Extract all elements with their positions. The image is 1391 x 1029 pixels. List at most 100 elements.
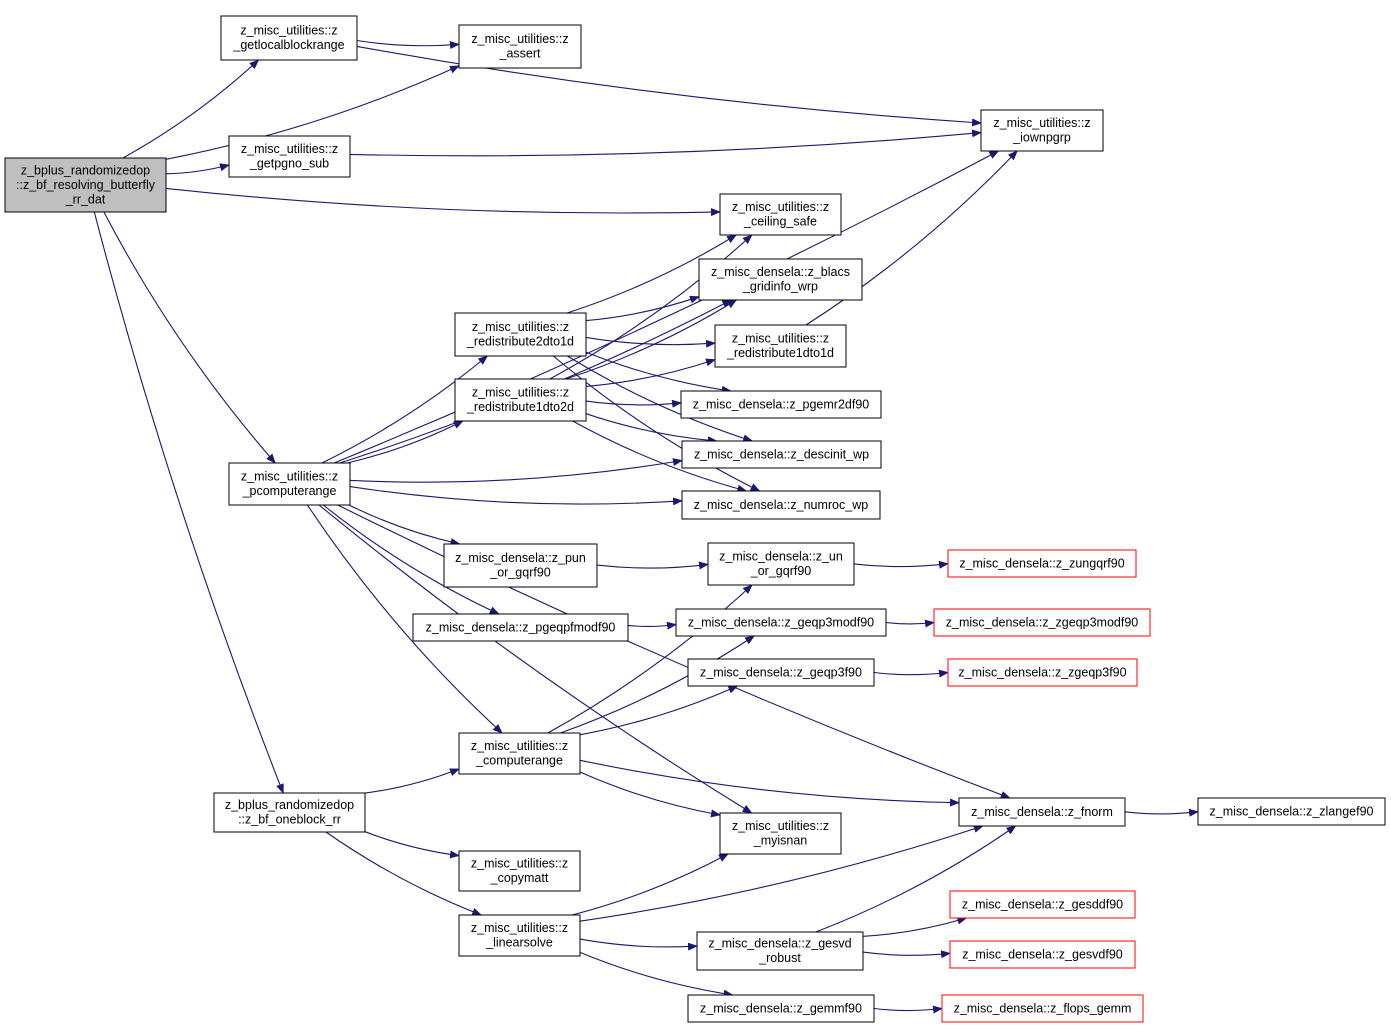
node-descinit-wp[interactable]: z_misc_densela::z_descinit_wp xyxy=(681,440,882,469)
node-label: z_misc_utilities::z xyxy=(241,470,338,484)
node-un-or-gqrf90[interactable]: z_misc_densela::z_un_or_gqrf90 xyxy=(707,542,855,586)
node-box[interactable] xyxy=(412,613,629,642)
node-box[interactable] xyxy=(458,850,581,892)
node-box[interactable] xyxy=(947,658,1138,687)
node-redistribute1dto2d[interactable]: z_misc_utilities::z_redistribute1dto2d xyxy=(454,378,587,422)
node-pgeqpfmodf90[interactable]: z_misc_densela::z_pgeqpfmodf90 xyxy=(412,613,629,642)
node-label: z_misc_utilities::z xyxy=(732,332,829,346)
edge-root-to-getpgno_sub xyxy=(165,163,230,175)
node-box[interactable] xyxy=(675,608,887,637)
node-label: _copymatt xyxy=(490,871,549,885)
node-box[interactable] xyxy=(958,797,1126,827)
node-iownpgrp[interactable]: z_misc_utilities::z_iownpgrp xyxy=(980,109,1104,152)
node-box[interactable] xyxy=(681,440,882,469)
edge-gesvd_robust-to-fnorm xyxy=(815,825,1017,933)
node-box[interactable] xyxy=(698,258,863,301)
node-label: z_misc_densela::z_pgeqpfmodf90 xyxy=(426,620,616,634)
node-oneblock-rr[interactable]: z_bplus_randomizedop::z_bf_oneblock_rr xyxy=(213,792,366,833)
node-numroc-wp[interactable]: z_misc_densela::z_numroc_wp xyxy=(681,490,881,520)
node-box[interactable] xyxy=(458,914,581,957)
node-label: z_bplus_randomizedop xyxy=(21,163,150,177)
node-pcomputerange[interactable]: z_misc_utilities::z_pcomputerange xyxy=(228,462,351,506)
node-box[interactable] xyxy=(949,890,1136,919)
edge-redistribute1dto2d-to-redistribute1dto1d xyxy=(585,358,716,387)
node-box[interactable] xyxy=(458,732,581,775)
edge-pcomputerange-to-redistribute2dto1d xyxy=(321,355,489,464)
edge-redistribute1dto2d-to-pgemr2df90 xyxy=(585,399,682,408)
node-flops-gemm[interactable]: z_misc_densela::z_flops_gemm xyxy=(941,994,1144,1023)
node-gesvdf90[interactable]: z_misc_densela::z_gesvdf90 xyxy=(949,940,1136,969)
node-getlocalblockrange[interactable]: z_misc_utilities::z_getlocalblockrange xyxy=(220,15,358,61)
node-zlangef90[interactable]: z_misc_densela::z_zlangef90 xyxy=(1197,797,1386,826)
node-box[interactable] xyxy=(719,193,842,236)
node-box[interactable] xyxy=(220,15,358,61)
node-zungqrf90[interactable]: z_misc_densela::z_zungqrf90 xyxy=(947,549,1137,578)
node-label: z_bplus_randomizedop xyxy=(225,798,354,812)
node-copymatt[interactable]: z_misc_utilities::z_copymatt xyxy=(458,850,581,892)
node-label: ::z_bf_oneblock_rr xyxy=(238,813,341,827)
edges-layer xyxy=(93,39,1199,1014)
edge-computerange-to-fnorm xyxy=(579,759,960,807)
node-box[interactable] xyxy=(228,135,351,178)
node-box[interactable] xyxy=(1197,797,1386,826)
node-box[interactable] xyxy=(228,462,351,506)
node-box[interactable] xyxy=(949,940,1136,969)
node-box[interactable] xyxy=(687,658,875,687)
node-pgemr2df90[interactable]: z_misc_densela::z_pgemr2df90 xyxy=(680,390,882,419)
node-box[interactable] xyxy=(681,490,881,520)
node-label: _computerange xyxy=(475,754,563,768)
node-fnorm[interactable]: z_misc_densela::z_fnorm xyxy=(958,797,1126,827)
node-computerange[interactable]: z_misc_utilities::z_computerange xyxy=(458,732,581,775)
node-getpgno-sub[interactable]: z_misc_utilities::z_getpgno_sub xyxy=(228,135,351,178)
node-box[interactable] xyxy=(933,608,1151,637)
node-label: z_misc_utilities::z xyxy=(732,819,829,833)
node-zgeqp3f90[interactable]: z_misc_densela::z_zgeqp3f90 xyxy=(947,658,1138,687)
node-box[interactable] xyxy=(680,390,882,419)
node-label: z_misc_utilities::z xyxy=(993,116,1090,130)
edge-pcomputerange-to-computerange xyxy=(306,504,503,734)
node-label: z_misc_utilities::z xyxy=(240,24,337,38)
edge-computerange-to-myisnan xyxy=(579,771,721,818)
node-box[interactable] xyxy=(213,792,366,833)
node-label: z_misc_utilities::z xyxy=(471,857,568,871)
node-ceiling-safe[interactable]: z_misc_utilities::z_ceiling_safe xyxy=(719,193,842,236)
node-geqp3f90[interactable]: z_misc_densela::z_geqp3f90 xyxy=(687,658,875,687)
edge-root-to-getlocalblockrange xyxy=(122,59,260,159)
node-box[interactable] xyxy=(696,931,864,971)
node-box[interactable] xyxy=(714,324,847,368)
node-pun-or-gqrf90[interactable]: z_misc_densela::z_pun_or_gqrf90 xyxy=(443,543,598,588)
node-blacs-gridinfo[interactable]: z_misc_densela::z_blacs_gridinfo_wrp xyxy=(698,258,863,301)
edge-pcomputerange-to-descinit_wp xyxy=(349,458,683,483)
node-redistribute2dto1d[interactable]: z_misc_utilities::z_redistribute2dto1d xyxy=(454,312,587,357)
node-geqp3modf90[interactable]: z_misc_densela::z_geqp3modf90 xyxy=(675,608,887,637)
node-box[interactable] xyxy=(4,157,167,213)
node-box[interactable] xyxy=(947,549,1137,578)
node-label: z_misc_densela::z_numroc_wp xyxy=(694,498,868,512)
node-linearsolve[interactable]: z_misc_utilities::z_linearsolve xyxy=(458,914,581,957)
node-box[interactable] xyxy=(458,24,582,69)
node-box[interactable] xyxy=(707,542,855,586)
node-box[interactable] xyxy=(687,994,875,1023)
node-box[interactable] xyxy=(454,312,587,357)
node-root[interactable]: z_bplus_randomizedop::z_bf_resolving_but… xyxy=(4,157,167,213)
node-zgeqp3modf90[interactable]: z_misc_densela::z_zgeqp3modf90 xyxy=(933,608,1151,637)
node-gesvd-robust[interactable]: z_misc_densela::z_gesvd_robust xyxy=(696,931,864,971)
node-gesddf90[interactable]: z_misc_densela::z_gesddf90 xyxy=(949,890,1136,919)
node-box[interactable] xyxy=(980,109,1104,152)
node-label: z_misc_densela::z_descinit_wp xyxy=(694,447,869,461)
node-myisnan[interactable]: z_misc_utilities::z_myisnan xyxy=(719,812,842,855)
edge-redistribute1dto2d-to-ceiling_safe xyxy=(549,234,753,380)
node-gemmf90[interactable]: z_misc_densela::z_gemmf90 xyxy=(687,994,875,1023)
node-box[interactable] xyxy=(719,812,842,855)
node-label: _gridinfo_wrp xyxy=(742,280,818,294)
edge-oneblock_rr-to-copymatt xyxy=(364,831,460,859)
node-box[interactable] xyxy=(443,543,598,588)
node-redistribute1dto1d[interactable]: z_misc_utilities::z_redistribute1dto1d xyxy=(714,324,847,368)
edge-redistribute1dto1d-to-iownpgrp xyxy=(805,150,1018,326)
node-label: _ceiling_safe xyxy=(743,215,817,229)
node-assert[interactable]: z_misc_utilities::z_assert xyxy=(458,24,582,69)
node-box[interactable] xyxy=(454,378,587,422)
node-label: ::z_bf_resolving_butterfly xyxy=(16,178,156,192)
node-box[interactable] xyxy=(941,994,1144,1023)
edge-gemmf90-to-flops_gemm xyxy=(873,1005,943,1014)
